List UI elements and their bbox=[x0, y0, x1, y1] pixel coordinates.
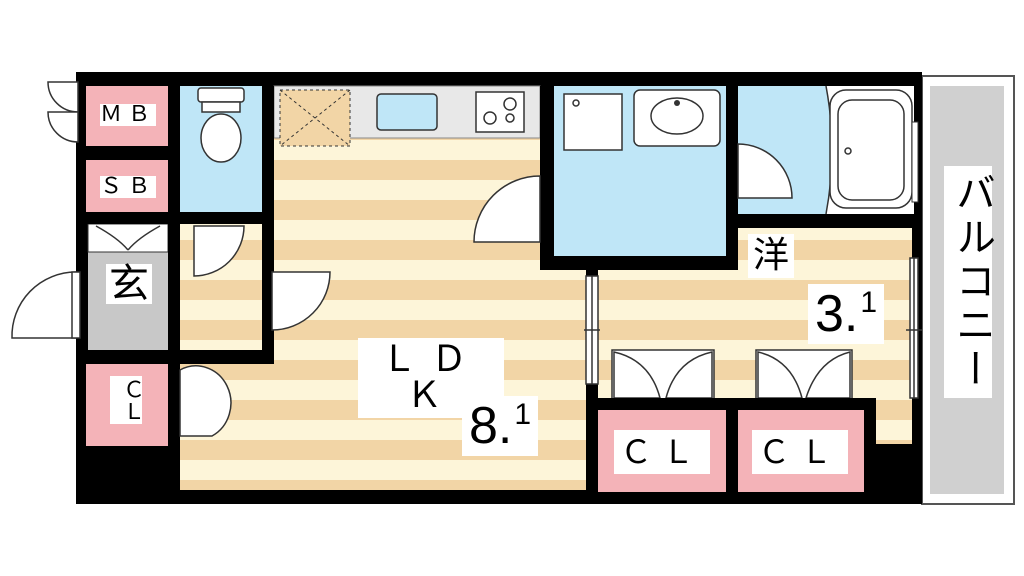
western-size: 3.1 bbox=[808, 284, 884, 344]
western-size-dec: 1 bbox=[860, 286, 878, 319]
entrance-label: 玄 bbox=[106, 264, 152, 304]
balcony-label: バルコニー bbox=[944, 166, 995, 398]
western-size-int: 3. bbox=[814, 285, 859, 343]
washroom bbox=[554, 86, 726, 256]
ldk-size: 8.1 bbox=[462, 396, 538, 456]
closet-left-label: ＣＬ bbox=[614, 430, 710, 474]
toilet-icon bbox=[197, 87, 245, 163]
sink-icon bbox=[376, 93, 438, 131]
washbasin-icon bbox=[633, 89, 721, 147]
closet-doors-icon bbox=[611, 349, 853, 401]
interior-walls bbox=[86, 86, 914, 504]
bathtub-icon bbox=[829, 89, 913, 209]
mb-label: ＭＢ bbox=[100, 102, 157, 127]
ldk-size-int: 8. bbox=[468, 397, 513, 455]
sb-label: ＳＢ bbox=[100, 174, 157, 199]
western-label: 洋 bbox=[748, 234, 794, 278]
kitchen-counter bbox=[273, 85, 541, 147]
western-room-floor-ext bbox=[876, 400, 912, 444]
stove-icon bbox=[475, 91, 525, 133]
shoe-cabinet-doors-icon bbox=[87, 223, 169, 253]
toilet-room bbox=[180, 86, 262, 212]
balcony bbox=[921, 75, 1015, 505]
door-swings bbox=[11, 81, 922, 437]
small-closet-label: ＣＬ bbox=[110, 376, 144, 424]
closet-right-label: ＣＬ bbox=[752, 430, 848, 474]
ldk-size-dec: 1 bbox=[514, 398, 532, 431]
